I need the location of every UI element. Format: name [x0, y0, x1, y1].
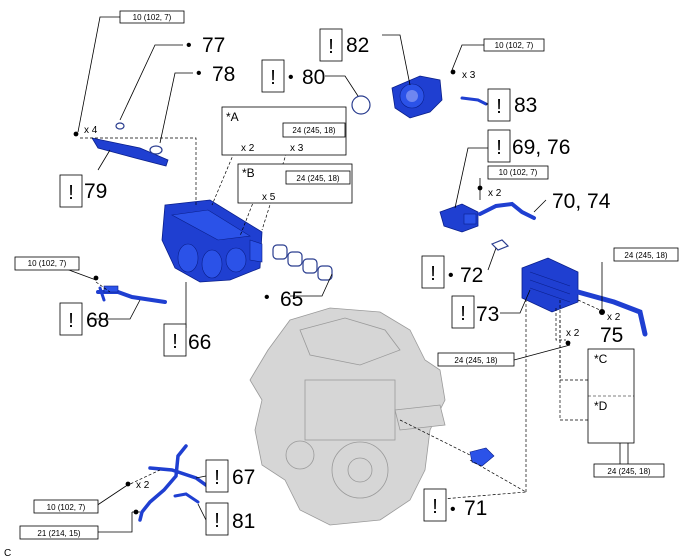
- bullet-71: •: [450, 501, 456, 518]
- bullet-72: •: [448, 267, 454, 284]
- intake-manifold: [161, 199, 263, 283]
- torque-82: 10 (102, 7): [495, 41, 534, 50]
- part-number-69-76: 69, 76: [512, 136, 570, 159]
- bullet-78: •: [196, 65, 202, 82]
- caution-66: !: [172, 331, 178, 353]
- part-number-75: 75: [600, 324, 623, 347]
- part-number-80: 80: [302, 66, 325, 89]
- torque-boxes: [14, 10, 679, 540]
- part-number-77: 77: [202, 34, 225, 57]
- torque-79: 10 (102, 7): [133, 13, 172, 22]
- part-number-65: 65: [280, 288, 303, 311]
- caution-72: !: [430, 263, 436, 285]
- torque-labels: 10 (102, 7) 10 (102, 7) 24 (245, 18) 24 …: [28, 13, 668, 538]
- qty-79: x 4: [84, 125, 98, 136]
- torque-73: 24 (245, 18): [454, 356, 497, 365]
- bullet-65: •: [264, 289, 270, 306]
- torque-81: 21 (214, 15): [37, 529, 80, 538]
- caution-marks: ! ! ! ! ! ! ! ! ! ! ! !: [68, 36, 502, 532]
- part-number-66: 66: [188, 331, 211, 354]
- hose-83: [460, 96, 488, 106]
- part-number-72: 72: [460, 264, 483, 287]
- bullet-80: •: [288, 69, 294, 86]
- caution-67: !: [214, 467, 220, 489]
- caution-73: !: [460, 303, 466, 325]
- part-number-73: 73: [476, 303, 499, 326]
- bracket-71: [469, 447, 495, 467]
- pipe-68: [96, 285, 167, 304]
- engine-assembly: [249, 307, 446, 526]
- part-number-71: 71: [464, 497, 487, 520]
- quantity-labels: x 4 x 2 x 3 x 5 x 3 x 2 x 2 x 2 x 2: [84, 70, 621, 491]
- gasket-80: [351, 95, 371, 115]
- pipe-75: [575, 289, 648, 337]
- throttle-body: [391, 75, 443, 119]
- qty-82: x 3: [462, 70, 476, 81]
- torque-69-76: 10 (102, 7): [499, 168, 538, 177]
- qty-a2: x 3: [290, 143, 304, 154]
- gasket-72: [490, 239, 510, 251]
- pipe-67-81: [138, 444, 212, 522]
- bullets: • • • • • •: [186, 37, 456, 518]
- reference-labels: *A *B *C *D: [226, 110, 608, 413]
- caution-68: !: [68, 310, 74, 332]
- caution-83: !: [496, 96, 502, 118]
- part-number-67: 67: [232, 466, 255, 489]
- gasket-78: [149, 145, 163, 155]
- caution-71: !: [432, 496, 438, 518]
- gasket-77: [115, 122, 125, 130]
- caution-82: !: [328, 36, 334, 58]
- torque-68: 10 (102, 7): [28, 259, 67, 268]
- bracket-79: [91, 137, 169, 167]
- qty-67: x 2: [136, 480, 150, 491]
- part-numbers: 77 78 80 82 83 79 69, 76 70, 74 65 72 73…: [84, 34, 623, 533]
- qty-75: x 2: [607, 312, 621, 323]
- caution-boxes: [59, 28, 511, 536]
- torque-a: 24 (245, 18): [292, 126, 335, 135]
- caution-79: !: [68, 182, 74, 204]
- bullet-77: •: [186, 37, 192, 54]
- qty-a1: x 2: [241, 143, 255, 154]
- qty-73: x 2: [566, 328, 580, 339]
- part-number-82: 82: [346, 34, 369, 57]
- caution-69-76: !: [496, 137, 502, 159]
- figure-code: C: [4, 548, 11, 559]
- part-number-83: 83: [514, 94, 537, 117]
- egr-valve: [439, 203, 479, 233]
- manifold-gasket: [272, 244, 333, 281]
- ref-b: *B: [242, 166, 255, 180]
- egr-cooler: [521, 257, 579, 313]
- part-number-70-74: 70, 74: [552, 190, 611, 213]
- torque-75: 24 (245, 18): [624, 251, 667, 260]
- pipe-70-74: [478, 201, 536, 220]
- ref-a: *A: [226, 110, 239, 124]
- caution-80: !: [270, 67, 276, 89]
- caution-81: !: [214, 510, 220, 532]
- torque-67: 10 (102, 7): [47, 503, 86, 512]
- qty-b: x 5: [262, 192, 276, 203]
- part-number-81: 81: [232, 510, 255, 533]
- torque-b: 24 (245, 18): [296, 174, 339, 183]
- ref-d: *D: [594, 399, 608, 413]
- ref-c: *C: [594, 352, 608, 366]
- part-number-78: 78: [212, 63, 235, 86]
- part-number-68: 68: [86, 309, 109, 332]
- torque-cd: 24 (245, 18): [607, 467, 650, 476]
- part-number-79: 79: [84, 180, 107, 203]
- qty-69-76: x 2: [488, 188, 502, 199]
